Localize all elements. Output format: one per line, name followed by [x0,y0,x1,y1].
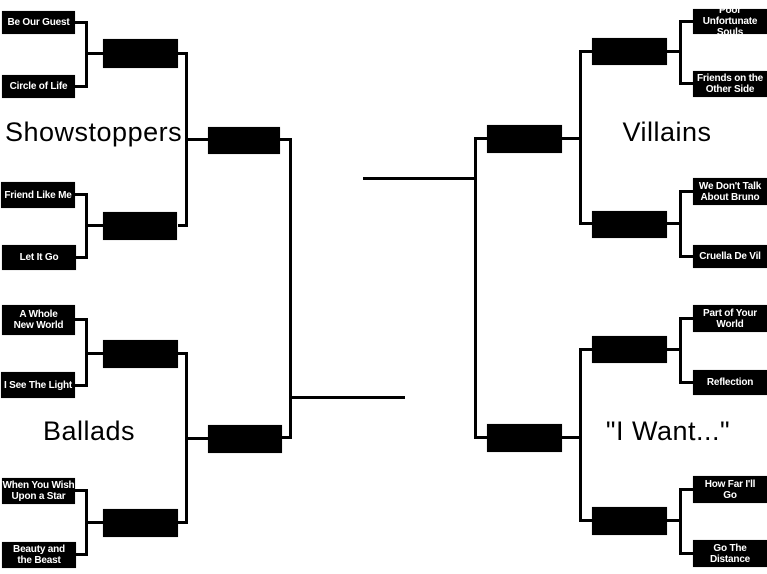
connector-line [579,348,582,522]
song-slot-cruella-de-vil[interactable]: Cruella De Vil [693,245,767,268]
song-slot-be-our-guest[interactable]: Be Our Guest [2,11,75,34]
song-slot-friend-like-me[interactable]: Friend Like Me [1,182,75,208]
connector-line [562,436,581,439]
connector-line [75,318,88,321]
song-slot-circle-of-life[interactable]: Circle of Life [2,75,75,98]
connector-line [579,222,592,225]
connector-line [679,381,693,384]
connector-line [75,21,88,24]
finalist-line-left [289,396,405,399]
winner-slot-right-r2-3[interactable] [592,336,667,363]
song-slot-poor-unfortunate-souls[interactable]: Poor Unfortunate Souls [693,5,767,38]
connector-line [667,222,681,225]
connector-line [679,552,693,555]
winner-slot-left-r2-4[interactable] [103,509,178,537]
connector-line [667,348,681,351]
connector-line [679,488,693,491]
connector-line [178,352,188,355]
connector-line [579,519,592,522]
connector-line [85,224,103,227]
connector-line [679,190,693,193]
connector-line [667,50,681,53]
connector-line [178,224,188,227]
winner-slot-right-r2-1[interactable] [592,38,667,65]
connector-line [474,436,487,439]
winner-slot-left-r2-2[interactable] [103,212,177,240]
connector-line [75,256,88,259]
connector-line [579,348,592,351]
connector-line [579,50,592,53]
winner-slot-left-semi-bottom[interactable] [208,425,282,453]
connector-line [85,352,103,355]
connector-line [679,20,693,23]
song-slot-part-of-your-world[interactable]: Part of Your World [693,305,767,332]
winner-slot-left-r2-3[interactable] [103,340,178,368]
connector-line [562,137,581,140]
winner-slot-right-r2-4[interactable] [592,507,667,535]
connector-line [75,193,88,196]
connector-line [75,553,88,556]
region-label-ballads: Ballads [42,416,136,446]
finalist-line-right [363,177,477,180]
region-label-showstoppers: Showstoppers [5,117,183,147]
winner-slot-right-semi-top[interactable] [487,125,562,153]
song-slot-i-see-the-light[interactable]: I See The Light [1,372,75,398]
connector-line [679,255,693,258]
connector-line [679,82,693,85]
song-slot-beauty-and-the-beast[interactable]: Beauty and the Beast [2,542,76,568]
connector-line [289,138,292,439]
region-label-villains: Villains [622,117,712,147]
connector-line [178,52,188,55]
song-slot-friends-on-the-other-side[interactable]: Friends on the Other Side [693,71,767,97]
song-slot-how-far-ill-go[interactable]: How Far I'll Go [693,476,767,503]
connector-line [178,521,188,524]
connector-line [280,138,292,141]
winner-slot-left-semi-top[interactable] [208,127,280,154]
connector-line [679,317,693,320]
connector-line [474,137,477,439]
connector-line [75,384,88,387]
connector-line [185,437,208,440]
winner-slot-right-semi-bottom[interactable] [487,424,562,452]
region-label-i-want: "I Want..." [605,416,731,446]
connector-line [282,436,291,439]
connector-line [185,138,208,141]
connector-line [85,52,103,55]
connector-line [474,137,487,140]
song-slot-a-whole-new-world[interactable]: A Whole New World [2,305,75,335]
connector-line [85,521,103,524]
song-slot-reflection[interactable]: Reflection [693,370,767,395]
connector-line [75,85,88,88]
song-slot-go-the-distance[interactable]: Go The Distance [693,540,767,567]
connector-line [667,519,681,522]
connector-line [75,489,88,492]
winner-slot-right-r2-2[interactable] [592,211,667,238]
song-slot-when-you-wish-upon-a-star[interactable]: When You Wish Upon a Star [2,478,75,504]
winner-slot-left-r2-1[interactable] [103,39,178,68]
song-slot-let-it-go[interactable]: Let It Go [2,245,76,270]
song-slot-we-dont-talk-about-bruno[interactable]: We Don't Talk About Bruno [693,178,767,205]
